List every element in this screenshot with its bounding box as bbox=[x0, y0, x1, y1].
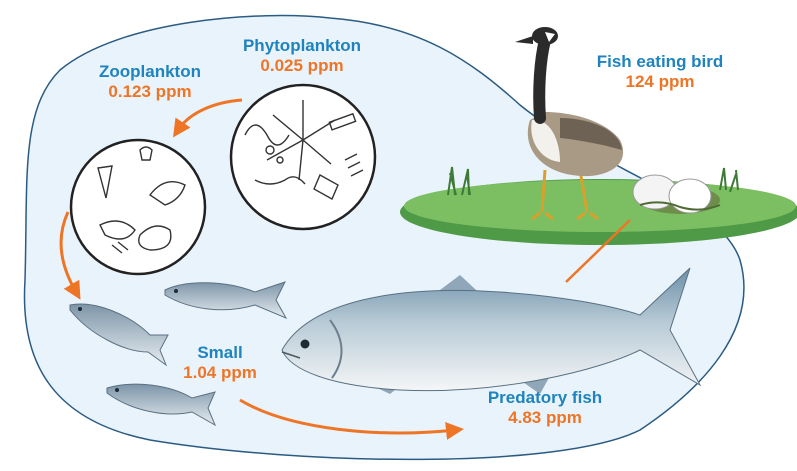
zooplankton-value: 0.123 ppm bbox=[70, 82, 230, 102]
predatory-fish-name: Predatory fish bbox=[460, 388, 630, 408]
phytoplankton-value: 0.025 ppm bbox=[222, 56, 382, 76]
phytoplankton-illustration bbox=[231, 85, 375, 229]
phytoplankton-name: Phytoplankton bbox=[222, 36, 382, 56]
phytoplankton-label: Phytoplankton 0.025 ppm bbox=[222, 36, 382, 76]
zooplankton-label: Zooplankton 0.123 ppm bbox=[70, 62, 230, 102]
small-fish-value: 1.04 ppm bbox=[160, 363, 280, 383]
small-fish-name: Small bbox=[160, 343, 280, 363]
small-fish-label: Small 1.04 ppm bbox=[160, 343, 280, 383]
zooplankton-illustration bbox=[71, 140, 205, 274]
bird-name: Fish eating bird bbox=[570, 52, 750, 72]
bird-label: Fish eating bird 124 ppm bbox=[570, 52, 750, 92]
bird-value: 124 ppm bbox=[570, 72, 750, 92]
predatory-fish-value: 4.83 ppm bbox=[460, 408, 630, 428]
predatory-fish-label: Predatory fish 4.83 ppm bbox=[460, 388, 630, 428]
zooplankton-name: Zooplankton bbox=[70, 62, 230, 82]
